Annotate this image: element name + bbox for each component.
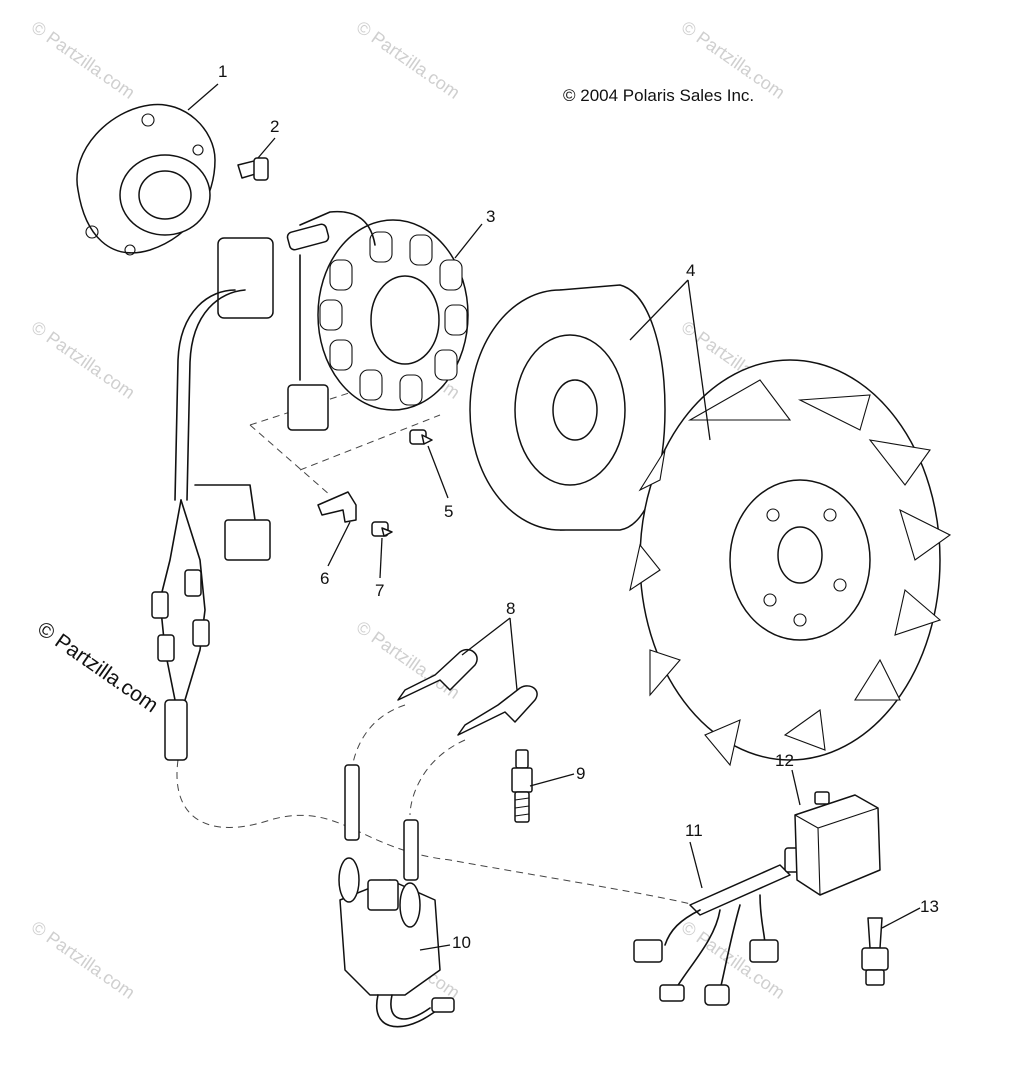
callout-2: 2 xyxy=(270,117,279,136)
part-1-stator-plate xyxy=(76,103,216,256)
part-7-screw xyxy=(371,521,393,537)
callout-1: 1 xyxy=(218,62,227,81)
part-11-harness xyxy=(633,847,804,1006)
callout-12: 12 xyxy=(775,751,794,770)
part-4-fan xyxy=(629,359,952,767)
callout-7: 7 xyxy=(375,581,384,600)
callout-5: 5 xyxy=(444,502,453,521)
callout-11: 11 xyxy=(685,821,703,840)
callout-10: 10 xyxy=(452,933,471,952)
watermark: © Partzilla.com xyxy=(353,17,464,103)
part-6-bracket xyxy=(317,491,357,523)
copyright-notice: © 2004 Polaris Sales Inc. xyxy=(563,86,754,105)
part-2-bolt xyxy=(237,157,269,181)
leader-lines xyxy=(187,83,921,951)
part-8-spark-plug-caps xyxy=(397,648,538,736)
part-4-flywheel xyxy=(469,284,666,531)
callouts: 1 2 3 4 5 6 7 8 9 10 11 12 13 xyxy=(218,62,939,952)
watermark: © Partzilla.com xyxy=(28,17,139,103)
callout-4: 4 xyxy=(686,261,695,280)
part-5-screw xyxy=(409,429,433,445)
part-3-stator xyxy=(286,210,469,411)
part-12-cdi-box xyxy=(794,791,881,896)
callout-13: 13 xyxy=(920,897,939,916)
watermark: © Partzilla.com xyxy=(28,317,139,403)
part-13-plug xyxy=(861,917,889,986)
callout-8: 8 xyxy=(506,599,515,618)
callout-9: 9 xyxy=(576,764,585,783)
callout-6: 6 xyxy=(320,569,329,588)
watermark: © Partzilla.com xyxy=(28,917,139,1003)
part-9-spark-plug xyxy=(511,749,533,823)
callout-3: 3 xyxy=(486,207,495,226)
watermark-dark: © Partzilla.com xyxy=(33,617,162,717)
part-10-ignition-coil xyxy=(338,764,455,1028)
wire-harness xyxy=(151,237,329,761)
